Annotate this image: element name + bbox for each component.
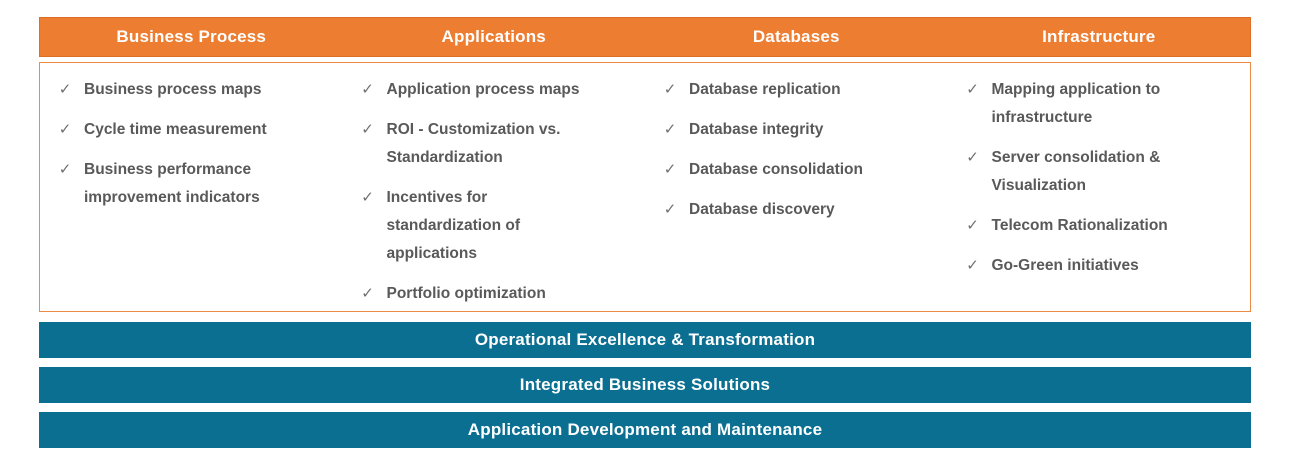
list-item-label: Go-Green initiatives xyxy=(991,257,1139,274)
list-item: ✓ Cycle time measurement xyxy=(46,116,343,144)
content-box: ✓ Business process maps ✓ Cycle time mea… xyxy=(39,62,1251,312)
list-item: ✓ Database replication xyxy=(651,76,948,104)
list-item: ✓ Business process maps xyxy=(46,76,343,104)
category-header-bar: Business Process Applications Databases … xyxy=(39,17,1251,57)
check-icon: ✓ xyxy=(361,189,374,206)
header-applications: Applications xyxy=(441,27,546,46)
check-icon: ✓ xyxy=(58,81,72,98)
banner-operational-excellence-transformation: Operational Excellence & Transformation xyxy=(39,322,1251,358)
list-item-label: Database discovery xyxy=(689,201,835,218)
check-icon: ✓ xyxy=(663,121,677,138)
check-icon: ✓ xyxy=(58,121,72,138)
list-item-label: Database integrity xyxy=(689,121,824,138)
header-business-process: Business Process xyxy=(116,27,267,46)
column-databases: ✓ Database replication ✓ Database integr… xyxy=(645,76,948,311)
list-item: ✓ Telecom Rationalization xyxy=(954,212,1251,240)
check-icon: ✓ xyxy=(663,201,677,218)
check-icon: ✓ xyxy=(966,257,979,274)
list-item-label: Application process maps xyxy=(386,81,580,98)
banner-integrated-business-solutions: Integrated Business Solutions xyxy=(39,367,1251,403)
list-item-label: Server consolidation & Visualization xyxy=(991,149,1161,194)
list-item: ✓ Application process maps xyxy=(349,76,646,104)
list-item-label: Portfolio optimization xyxy=(386,285,546,302)
check-icon: ✓ xyxy=(966,217,979,234)
list-item: ✓ Database discovery xyxy=(651,196,948,224)
list-item: ✓ Server consolidation & Visualization xyxy=(954,144,1251,200)
list-item-label: ROI - Customization vs. Standardization xyxy=(386,121,561,166)
list-item: ✓ Incentives for standardization of appl… xyxy=(349,184,646,268)
check-icon: ✓ xyxy=(663,161,677,178)
check-icon: ✓ xyxy=(966,81,979,98)
check-icon: ✓ xyxy=(361,81,374,98)
check-icon: ✓ xyxy=(361,121,374,138)
list-item: ✓ Go-Green initiatives xyxy=(954,252,1251,280)
list-item-label: Business performance improvement indicat… xyxy=(84,161,260,206)
column-infrastructure: ✓ Mapping application to infrastructure … xyxy=(948,76,1251,311)
list-item: ✓ ROI - Customization vs. Standardizatio… xyxy=(349,116,646,172)
check-icon: ✓ xyxy=(663,81,677,98)
list-item-label: Telecom Rationalization xyxy=(991,217,1168,234)
check-icon: ✓ xyxy=(966,149,979,166)
list-item-label: Business process maps xyxy=(84,81,262,98)
capability-matrix: Business Process Applications Databases … xyxy=(39,17,1251,457)
header-databases: Databases xyxy=(752,27,840,46)
header-infrastructure: Infrastructure xyxy=(1042,27,1156,46)
list-item: ✓ Portfolio optimization xyxy=(349,280,646,308)
list-item-label: Database replication xyxy=(689,81,841,98)
list-item: ✓ Business performance improvement indic… xyxy=(46,156,343,212)
list-item: ✓ Database integrity xyxy=(651,116,948,144)
column-business-process: ✓ Business process maps ✓ Cycle time mea… xyxy=(40,76,343,311)
column-applications: ✓ Application process maps ✓ ROI - Custo… xyxy=(343,76,646,311)
list-item: ✓ Database consolidation xyxy=(651,156,948,184)
list-item-label: Cycle time measurement xyxy=(84,121,267,138)
check-icon: ✓ xyxy=(58,161,72,178)
banner-application-development-maintenance: Application Development and Maintenance xyxy=(39,412,1251,448)
list-item: ✓ Mapping application to infrastructure xyxy=(954,76,1251,132)
list-item-label: Incentives for standardization of applic… xyxy=(386,189,520,262)
list-item-label: Database consolidation xyxy=(689,161,863,178)
check-icon: ✓ xyxy=(361,285,374,302)
list-item-label: Mapping application to infrastructure xyxy=(991,81,1161,126)
